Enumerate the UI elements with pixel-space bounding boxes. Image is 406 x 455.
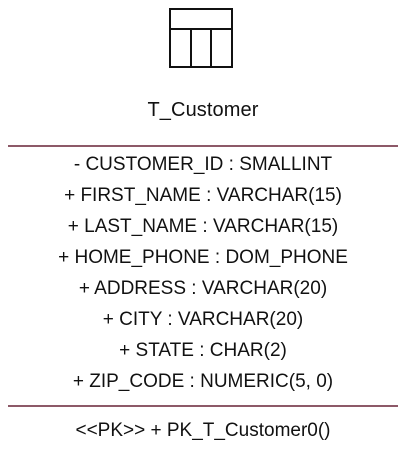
attribute-row-customer-id: - CUSTOMER_ID : SMALLINT	[73, 154, 333, 175]
database-table-icon	[169, 8, 233, 68]
operations-divider	[8, 405, 398, 407]
attribute-row-city: + CITY : VARCHAR(20)	[102, 309, 304, 330]
attribute-list: - CUSTOMER_ID : SMALLINT + FIRST_NAME : …	[0, 149, 406, 397]
attributes-divider	[8, 145, 398, 147]
attribute-row-zip-code: + ZIP_CODE : NUMERIC(5, 0)	[72, 371, 334, 392]
attribute-row-home-phone: + HOME_PHONE : DOM_PHONE	[58, 247, 348, 268]
attribute-row-last-name: + LAST_NAME : VARCHAR(15)	[67, 216, 339, 237]
attribute-row-state: + STATE : CHAR(2)	[119, 340, 287, 361]
attribute-row-address: + ADDRESS : VARCHAR(20)	[78, 278, 328, 299]
entity-name: T_Customer	[147, 99, 259, 121]
attribute-row-first-name: + FIRST_NAME : VARCHAR(15)	[64, 185, 342, 206]
operation-row-primary-key: <<PK>> + PK_T_Customer0()	[75, 420, 331, 441]
